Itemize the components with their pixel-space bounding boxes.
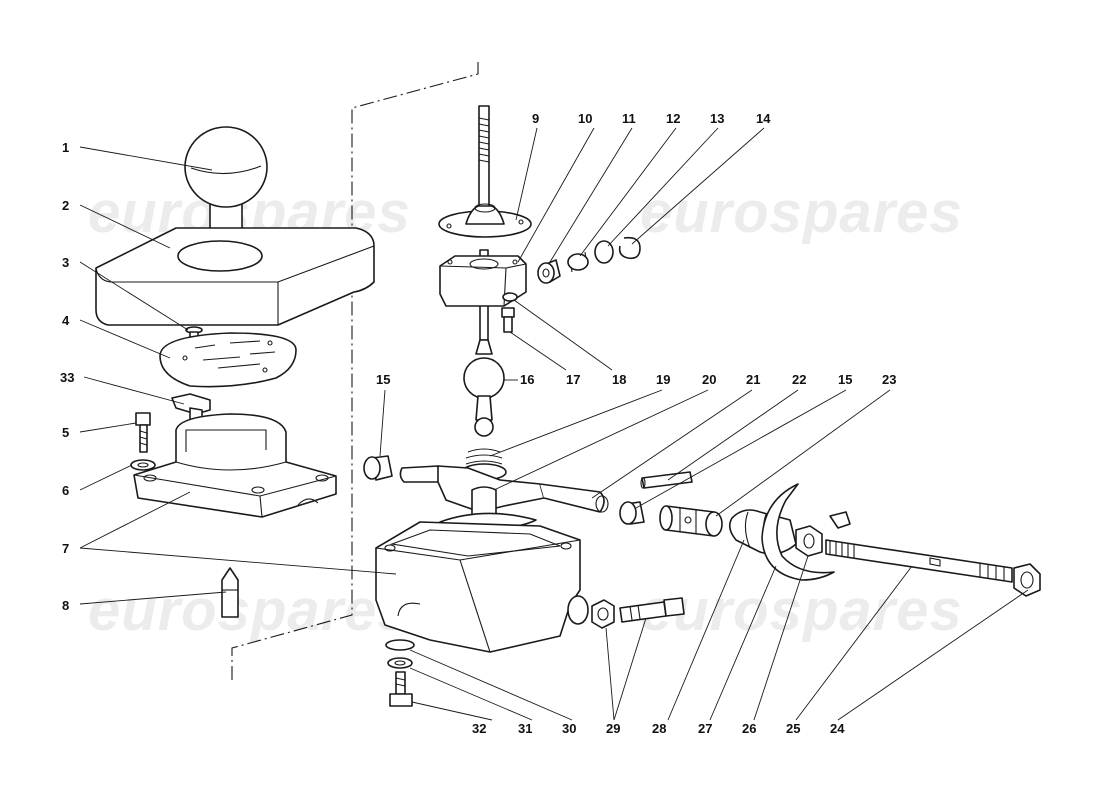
base-washer [130, 459, 156, 471]
callout-4: 4 [62, 313, 70, 328]
linkage-rod [825, 511, 1013, 583]
cover-plate [95, 227, 375, 326]
hex-nut-24 [1013, 563, 1041, 597]
callout-31: 31 [518, 721, 532, 736]
bushing-15-left [363, 455, 393, 481]
reverse-light-switch [619, 597, 685, 623]
gearbox-housing [375, 521, 589, 653]
callout-30: 30 [562, 721, 576, 736]
roll-pin [640, 471, 693, 489]
washer-30 [385, 639, 415, 651]
callout-13: 13 [710, 111, 724, 126]
switch-nut [591, 599, 615, 629]
callout-24: 24 [830, 721, 845, 736]
universal-coupling [659, 505, 723, 537]
callout-numbers: 1 2 3 4 33 5 6 7 8 9 10 11 12 13 14 15 1… [60, 111, 896, 736]
callout-25: 25 [786, 721, 800, 736]
callout-29: 29 [606, 721, 620, 736]
bushing-15-right [619, 501, 645, 525]
washer-13 [594, 240, 614, 264]
callout-16: 16 [520, 372, 534, 387]
callout-11: 11 [622, 111, 636, 126]
dust-shield [761, 483, 835, 581]
assembly-boundary [231, 62, 479, 682]
watermark-text: eurospares [640, 578, 963, 643]
callout-19: 19 [656, 372, 670, 387]
lever-base-housing [133, 413, 337, 518]
gear-knob [184, 126, 268, 237]
callout-10: 10 [578, 111, 592, 126]
callout-20: 20 [702, 372, 716, 387]
pivot-ring [502, 292, 518, 302]
base-bolt [135, 412, 151, 453]
lever-boot-flange [438, 203, 532, 238]
callout-1: 1 [62, 140, 69, 155]
callout-5: 5 [62, 425, 69, 440]
callout-27: 27 [698, 721, 712, 736]
pivot-housing [439, 255, 527, 307]
pivot-screw [501, 307, 515, 333]
bushing-11 [537, 259, 561, 284]
callout-6: 6 [62, 483, 69, 498]
callout-14: 14 [756, 111, 771, 126]
callout-8: 8 [62, 598, 69, 613]
gate-plate [159, 332, 297, 388]
callout-15: 15 [376, 372, 390, 387]
callout-3: 3 [62, 255, 69, 270]
hex-nut-26 [795, 525, 823, 557]
callout-15: 15 [838, 372, 852, 387]
callout-23: 23 [882, 372, 896, 387]
watermark-text: eurospares [640, 180, 963, 245]
callout-26: 26 [742, 721, 756, 736]
callout-17: 17 [566, 372, 580, 387]
callout-33: 33 [60, 370, 74, 385]
circlip-14 [618, 236, 641, 260]
callout-9: 9 [532, 111, 539, 126]
callout-18: 18 [612, 372, 626, 387]
callout-22: 22 [792, 372, 806, 387]
callout-21: 21 [746, 372, 760, 387]
callout-32: 32 [472, 721, 486, 736]
washer-31 [387, 657, 413, 669]
locating-pin [221, 567, 239, 618]
spring-12 [567, 251, 589, 273]
ball-joint [463, 339, 505, 437]
bolt-32 [389, 671, 413, 707]
callout-2: 2 [62, 198, 69, 213]
callout-12: 12 [666, 111, 680, 126]
watermark-text: eurospares [88, 578, 411, 643]
leader-lines [79, 127, 1029, 721]
callout-28: 28 [652, 721, 666, 736]
callout-7: 7 [62, 541, 69, 556]
